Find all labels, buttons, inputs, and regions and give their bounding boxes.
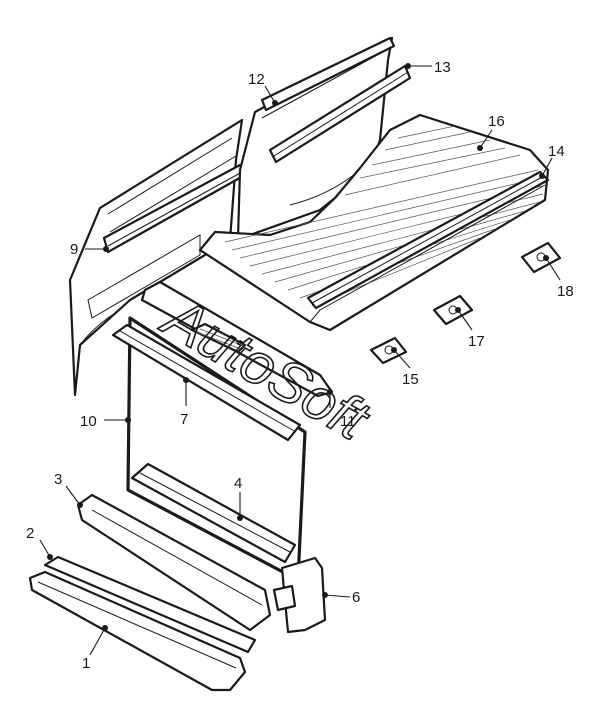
callout-11: 11 bbox=[340, 413, 356, 430]
part-13-rail bbox=[268, 64, 412, 164]
callout-13: 13 bbox=[434, 59, 451, 76]
callout-2: 2 bbox=[26, 525, 34, 542]
part-1-lower-strip bbox=[28, 570, 247, 692]
part-7-top-bar bbox=[111, 323, 302, 442]
callout-9: 9 bbox=[70, 241, 78, 258]
callout-12: 12 bbox=[248, 71, 265, 88]
callout-1: 1 bbox=[82, 655, 90, 672]
callout-18: 18 bbox=[557, 283, 574, 300]
callout-15: 15 bbox=[402, 371, 419, 388]
part-3-sill bbox=[76, 493, 272, 632]
part-17-bracket bbox=[432, 294, 474, 326]
callout-6: 6 bbox=[352, 589, 360, 606]
callout-17: 17 bbox=[468, 333, 485, 350]
callout-7: 7 bbox=[180, 411, 188, 428]
callout-16: 16 bbox=[488, 113, 505, 130]
callout-10: 10 bbox=[80, 413, 97, 430]
part-15-bracket bbox=[369, 336, 408, 365]
part-18-bracket bbox=[520, 241, 562, 274]
part-4-bottom-bar bbox=[130, 462, 297, 564]
callout-3: 3 bbox=[54, 471, 62, 488]
part-14-side-rail bbox=[306, 170, 550, 310]
part-6-corner-bracket bbox=[272, 556, 327, 634]
part-2-strip bbox=[43, 555, 257, 654]
callout-4: 4 bbox=[234, 475, 242, 492]
callouts: 1 2 3 4 6 7 9 10 11 12 13 14 15 16 17 18 bbox=[26, 59, 574, 672]
part-12-upper-trim bbox=[260, 36, 396, 112]
callout-14: 14 bbox=[548, 143, 565, 160]
